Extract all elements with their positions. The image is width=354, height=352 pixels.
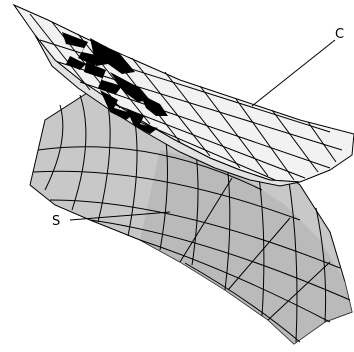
surface-c-folds [62, 32, 168, 134]
surface-c-grid [29, 13, 343, 181]
leaders [69, 39, 336, 221]
leader-c [251, 39, 336, 107]
label-s: S [52, 214, 60, 229]
label-c: C [335, 27, 344, 42]
leader-s [69, 211, 171, 221]
surface-c [12, 3, 354, 187]
surface-s-shade [140, 150, 352, 344]
